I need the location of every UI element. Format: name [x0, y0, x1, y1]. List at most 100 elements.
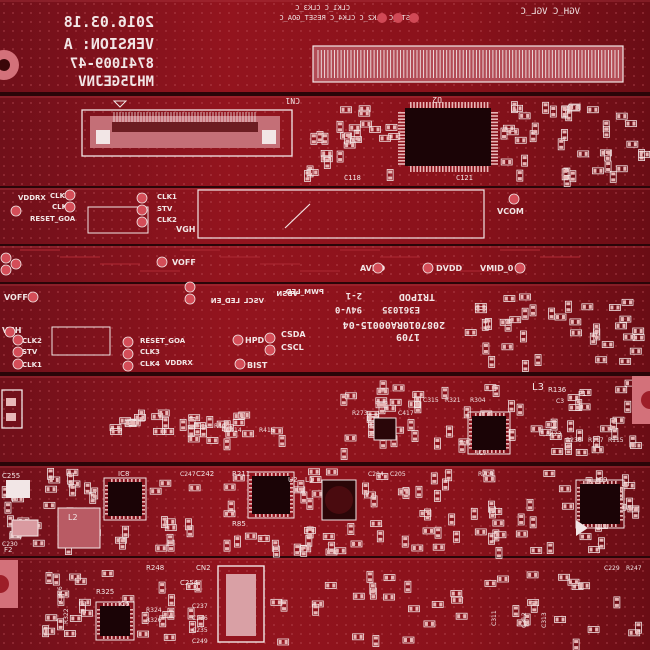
s7-l2: L2: [68, 513, 78, 522]
smd-pad: [111, 425, 115, 430]
smd-outline: [336, 120, 344, 133]
test-pad: [508, 193, 520, 205]
smd-pad: [245, 413, 249, 418]
smd-pad: [368, 415, 372, 420]
s5-mark-tripod: TRIPOD: [399, 291, 435, 302]
smd-pad: [634, 335, 638, 340]
smd-outline: [593, 436, 600, 448]
smd-pad: [405, 489, 409, 494]
s6-c3: C3: [556, 398, 564, 405]
smd-pad: [575, 105, 579, 110]
smd-outline: [158, 581, 166, 594]
qfp-pin: [410, 102, 412, 108]
smd-pad: [603, 342, 607, 347]
smd-outline: [4, 501, 12, 514]
s3-vddrx: VDDRX: [18, 194, 46, 202]
smd-pad: [189, 609, 194, 613]
smd-pad: [566, 486, 570, 491]
ic9-chip-pin: [620, 519, 623, 521]
smd-pad: [577, 330, 581, 335]
smd-pad: [190, 622, 195, 626]
ic8-chip-pin: [105, 513, 108, 515]
ic9-chip-pin: [577, 507, 580, 509]
smd-pad: [232, 432, 236, 437]
smd-pad: [341, 133, 345, 138]
smd-pad: [489, 357, 494, 361]
smd-outline: [508, 429, 516, 441]
qfp-pin: [467, 102, 470, 108]
smd-pad: [65, 631, 69, 636]
smd-pad: [46, 615, 50, 620]
smd-pad: [518, 106, 522, 111]
smd-pad: [68, 474, 73, 478]
smd-pad: [381, 387, 386, 391]
smd-outline: [194, 580, 202, 593]
smd-pad: [224, 439, 229, 443]
smd-outline: [360, 120, 372, 128]
s6-r236: R236: [566, 437, 582, 444]
qfp-pin: [467, 166, 470, 172]
smd-pad: [508, 129, 512, 134]
smd-outline: [615, 112, 628, 120]
smd-pad: [367, 122, 371, 127]
smd-pad: [218, 422, 222, 427]
smd-pad: [622, 387, 626, 392]
ic9-chip-pin: [620, 503, 623, 505]
smd-pad: [337, 122, 342, 126]
smd-pad: [92, 494, 97, 498]
ic9-chip-pin: [595, 481, 597, 484]
smd-outline: [234, 535, 241, 548]
smd-outline: [527, 599, 540, 607]
smd-outline: [188, 621, 196, 633]
smd-pad: [326, 583, 330, 588]
smd-pad: [436, 528, 441, 532]
smd-outline: [561, 105, 569, 118]
mounting-hole-1-center: [0, 59, 10, 71]
smd-outline: [344, 434, 357, 442]
smd-pad: [75, 481, 79, 486]
smd-pad: [229, 508, 234, 512]
smd-pad: [623, 481, 628, 485]
test-pad: [184, 293, 196, 305]
smd-pad: [611, 419, 616, 423]
smd-outline: [324, 582, 337, 589]
smd-pad: [378, 389, 382, 394]
fpc-outline: [81, 109, 293, 157]
smd-pad: [139, 417, 144, 421]
smd-pad: [531, 131, 536, 135]
smd-pad: [58, 619, 63, 623]
smd-pad: [568, 421, 573, 425]
smd-outline: [223, 510, 236, 518]
smd-outline: [376, 473, 389, 480]
smd-pad: [82, 611, 86, 616]
smd-pad: [409, 402, 413, 407]
smd-pad: [459, 439, 463, 444]
smd-pad: [570, 405, 574, 410]
smd-outline: [167, 539, 175, 552]
dense-component-area: [1, 379, 650, 650]
smd-pad: [135, 415, 139, 420]
smd-pad: [298, 481, 303, 485]
smd-pad: [363, 484, 368, 488]
ic8-chip-pin: [105, 485, 108, 487]
smd-outline: [64, 630, 76, 637]
smd-outline: [161, 516, 168, 529]
strip-vias-4: [0, 246, 650, 282]
smd-pad: [46, 487, 50, 492]
s8-r324: R324: [146, 607, 162, 614]
smd-outline: [369, 587, 377, 600]
s5-mark-pn: 2087010RA00015-04: [343, 319, 445, 330]
s8-c254: C254: [180, 579, 199, 587]
s8-r325: R325: [96, 588, 114, 596]
smd-pad: [376, 402, 380, 407]
smd-pad: [577, 450, 581, 455]
smd-pad: [333, 469, 337, 474]
smd-pad: [508, 159, 512, 164]
smd-pad: [512, 106, 516, 111]
smd-pad: [385, 406, 389, 411]
smd-pad: [594, 324, 599, 328]
u2-chip-pin: [249, 495, 252, 497]
smd-outline: [137, 630, 149, 638]
smd-outline: [404, 580, 412, 593]
smd-pad: [403, 537, 408, 541]
